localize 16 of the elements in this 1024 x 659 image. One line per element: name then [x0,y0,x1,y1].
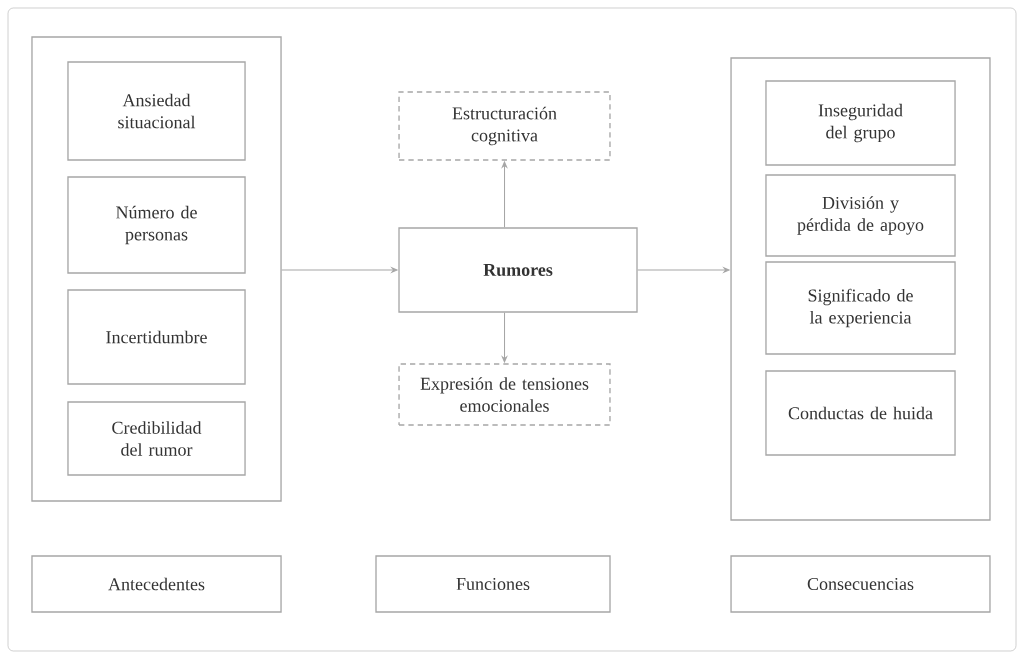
factor-box: Ansiedad situacional [67,61,246,161]
group-panel [730,57,991,521]
factor-box: Número de personas [67,176,246,274]
column-label-box: Antecedentes [31,555,282,613]
factor-box: Conductas de huida [765,370,956,456]
column-label-box: Funciones [375,555,611,613]
factor-box: Credibilidad del rumor [67,401,246,476]
factor-box: Significado de la experiencia [765,261,956,355]
central-box: Rumores [398,227,638,313]
column-label-box: Consecuencias [730,555,991,613]
factor-box: División y pérdida de apoyo [765,174,956,257]
factor-box: Inseguridad del grupo [765,80,956,166]
function-box: Estructuración cognitiva [398,91,611,161]
function-box: Expresión de tensiones emocionales [398,363,611,426]
factor-box: Incertidumbre [67,289,246,385]
group-panel [31,36,282,502]
